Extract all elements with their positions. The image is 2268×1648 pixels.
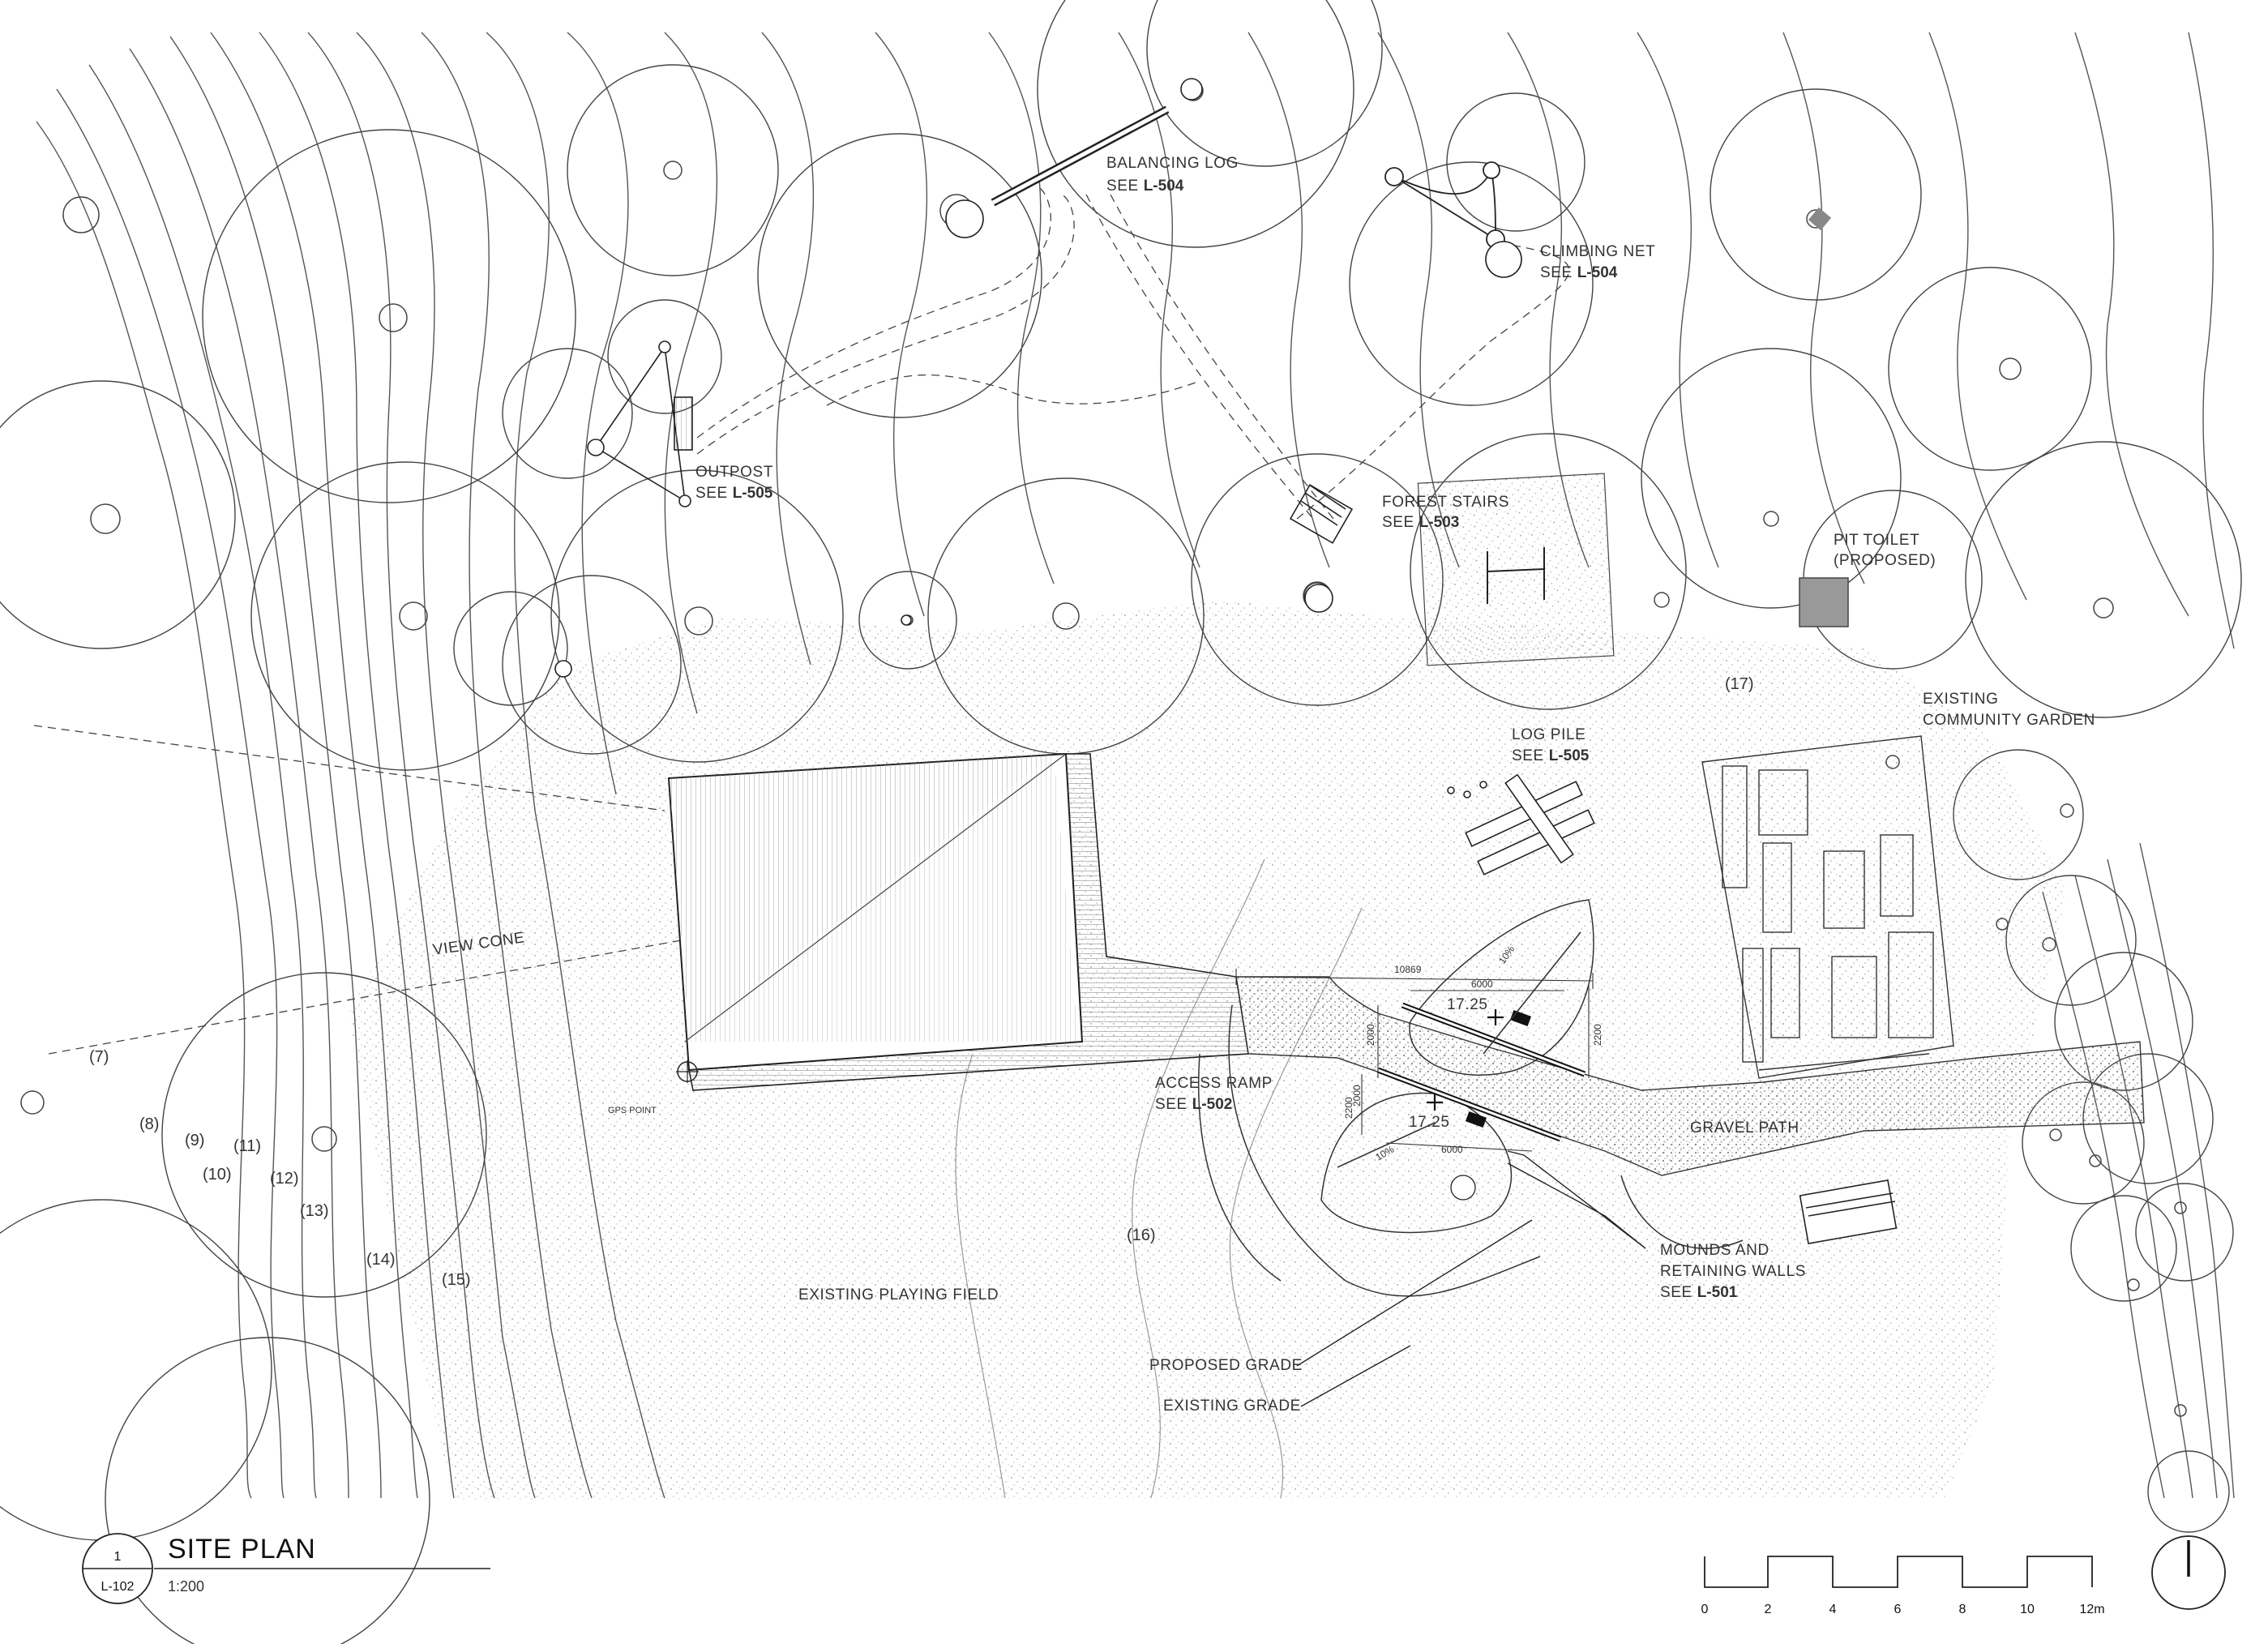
mounds: [1198, 899, 1744, 1297]
forest-stairs-label: FOREST STAIRS: [1382, 494, 1509, 511]
contour-label-12: (12): [270, 1170, 299, 1188]
proposed-grade-label: PROPOSED GRADE: [1149, 1357, 1303, 1374]
elevation-a: 17.25: [1447, 996, 1488, 1013]
drawing-number: 1: [114, 1550, 122, 1564]
existing-grade-label: EXISTING GRADE: [1163, 1398, 1301, 1415]
playing-field-label: EXISTING PLAYING FIELD: [798, 1286, 999, 1303]
gravel-path-label: GRAVEL PATH: [1690, 1119, 1799, 1136]
dim-2000-a: 2000: [1365, 1024, 1376, 1046]
outpost: [554, 340, 912, 678]
climbing-net: [1384, 161, 1505, 249]
community-garden-label: EXISTING: [1923, 691, 1998, 708]
scale-label: 1:200: [168, 1578, 204, 1594]
contour-lines: [36, 32, 2235, 1499]
dim-6000-b: 6000: [1441, 1144, 1463, 1155]
contour-label-8: (8): [139, 1115, 159, 1133]
scale-tick-10: 10: [2020, 1603, 2035, 1616]
sheet-number: L-102: [101, 1580, 135, 1594]
forest-stairs: [1289, 484, 1354, 613]
outpost-label: OUTPOST: [695, 464, 773, 481]
section-marker: [1450, 1175, 1476, 1201]
climbing-net-ref: SEE L-504: [1540, 264, 1618, 281]
balancing-log-label: BALANCING LOG: [1106, 155, 1239, 172]
log-pile-ref: SEE L-505: [1512, 747, 1590, 764]
dashed-trails: [33, 186, 1570, 1055]
balancing-log: [945, 78, 1203, 238]
elevation-crosses: [1427, 1009, 1504, 1111]
contour-label-9: (9): [185, 1132, 204, 1149]
dim-10869: 10869: [1394, 964, 1422, 975]
dim-2200-b: 2200: [1343, 1097, 1354, 1119]
dimension-lines: [1235, 931, 1594, 1168]
mounds-ref: SEE L-501: [1660, 1284, 1738, 1301]
mounds-label: MOUNDS AND: [1660, 1242, 1769, 1259]
climbing-net-label: CLIMBING NET: [1540, 243, 1655, 260]
title-block: 1 L-102 SITE PLAN 1:200: [82, 1533, 490, 1604]
scale-bar-ticks: 0 2 4 6 8 10 12m: [1701, 1603, 2105, 1616]
leader-lines: [1296, 1150, 1646, 1407]
plan-labels: BALANCING LOG SEE L-504 CLIMBING NET SEE…: [89, 155, 2095, 1415]
contour-label-17: (17): [1725, 675, 1754, 693]
dim-2000-b: 2000: [1351, 1085, 1363, 1107]
forest-stairs-ref: SEE L-503: [1382, 514, 1459, 531]
contour-label-11: (11): [233, 1137, 261, 1155]
scale-tick-12m: 12m: [2079, 1603, 2104, 1616]
scale-tick-2: 2: [1765, 1603, 1772, 1616]
scale-tick-6: 6: [1894, 1603, 1902, 1616]
scale-tick-0: 0: [1701, 1603, 1709, 1616]
contour-label-7: (7): [89, 1048, 109, 1066]
pit-toilet-label: PIT TOILET: [1834, 532, 1919, 549]
climbing-net-tree: [1485, 241, 1522, 278]
gps-point-label: GPS POINT: [608, 1106, 657, 1115]
access-ramp-label: ACCESS RAMP: [1155, 1075, 1273, 1092]
outpost-ref: SEE L-505: [695, 485, 773, 502]
building: [667, 752, 1249, 1091]
balancing-log-ref: SEE L-504: [1106, 178, 1184, 195]
dim-6000-a: 6000: [1471, 978, 1493, 990]
scale-bar: [1704, 1556, 2093, 1588]
retaining-walls: [1376, 1002, 1586, 1142]
log-pile-label: LOG PILE: [1512, 726, 1585, 743]
contour-label-16: (16): [1127, 1226, 1156, 1244]
community-garden-label-2: COMMUNITY GARDEN: [1923, 712, 2095, 729]
scale-tick-4: 4: [1829, 1603, 1837, 1616]
pit-toilet-marker: [1799, 577, 1849, 627]
contour-label-10: (10): [203, 1166, 232, 1184]
garden-shed-marker: [1808, 207, 1832, 231]
log-pile: [1447, 773, 1595, 875]
garden-beds: [1701, 735, 1954, 1079]
mounds-label-2: RETAINING WALLS: [1660, 1263, 1806, 1280]
access-ramp-ref: SEE L-502: [1155, 1096, 1232, 1113]
play-structure: [1487, 547, 1545, 604]
contour-label-14: (14): [366, 1251, 396, 1269]
bench: [1799, 1179, 1898, 1245]
north-arrow-icon: [2151, 1535, 2226, 1610]
page-title: SITE PLAN: [168, 1534, 316, 1565]
dim-2200-a: 2200: [1592, 1024, 1603, 1046]
contour-label-13: (13): [300, 1202, 329, 1220]
pit-toilet-label-2: (PROPOSED): [1834, 552, 1936, 569]
elevation-b: 17.25: [1409, 1114, 1450, 1131]
contour-label-15: (15): [442, 1271, 471, 1289]
scale-tick-8: 8: [1959, 1603, 1966, 1616]
